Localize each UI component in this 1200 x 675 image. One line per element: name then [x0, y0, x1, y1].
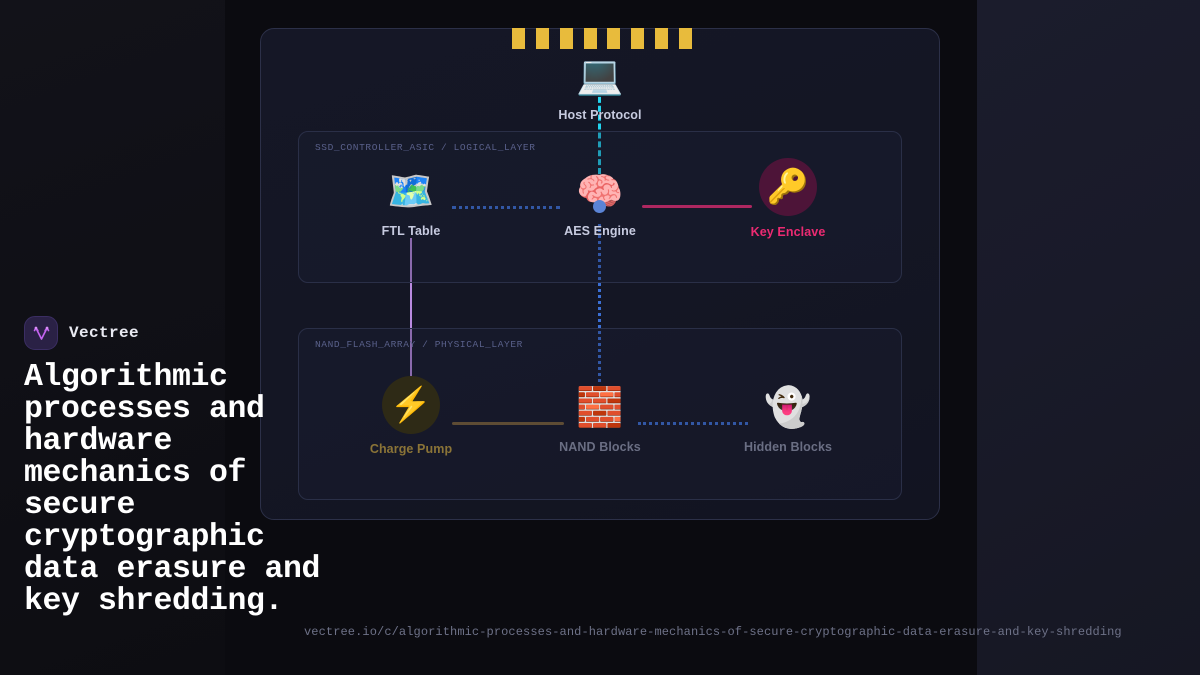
aes-engine-port-dot [593, 200, 606, 213]
connector-nand-to-hidden [638, 422, 748, 425]
node-ftl-table[interactable]: 🗺️ FTL Table [351, 166, 471, 238]
connector-aes-to-nand [598, 224, 601, 382]
gold-bar [583, 28, 597, 49]
gold-bar [655, 28, 669, 49]
ghost-icon: 👻 [764, 387, 812, 429]
logical-layer-label: SSD_CONTROLLER_ASIC / LOGICAL_LAYER [315, 142, 536, 153]
connector-aes-to-key [642, 205, 752, 208]
brand-overlay: Vectree Algorithmic processes and hardwa… [24, 316, 324, 618]
world-map-icon: 🗺️ [387, 171, 435, 213]
gold-bar [631, 28, 645, 49]
gold-bar [535, 28, 549, 49]
node-aes-engine[interactable]: 🧠 AES Engine [540, 166, 660, 238]
footer-url: vectree.io/c/algorithmic-processes-and-h… [304, 625, 1122, 639]
gold-bar-strip [512, 28, 692, 49]
node-hidden-blocks[interactable]: 👻 Hidden Blocks [728, 382, 848, 454]
gold-bar [678, 28, 692, 49]
node-label-hidden-blocks: Hidden Blocks [743, 440, 833, 454]
gold-bar [559, 28, 573, 49]
laptop-icon: 💻 [576, 55, 624, 97]
node-label-charge-pump: Charge Pump [369, 442, 453, 456]
key-icon: 🔑 [759, 158, 817, 216]
brand-name: Vectree [69, 324, 140, 342]
node-label-nand-blocks: NAND Blocks [559, 440, 641, 454]
node-nand-blocks[interactable]: 🧱 NAND Blocks [540, 382, 660, 454]
page-title: Algorithmic processes and hardware mecha… [24, 360, 321, 619]
node-label-key-enclave: Key Enclave [750, 225, 826, 239]
node-key-enclave[interactable]: 🔑 Key Enclave [728, 158, 848, 239]
node-charge-pump[interactable]: ⚡ Charge Pump [351, 376, 471, 456]
brand-row: Vectree [24, 316, 324, 350]
connector-charge-pump-to-nand [452, 422, 564, 425]
vectree-v-tree-icon [24, 316, 58, 350]
background-right-panel [977, 0, 1200, 675]
node-label-ftl-table: FTL Table [381, 224, 441, 238]
gold-bar [512, 28, 525, 49]
node-label-aes-engine: AES Engine [564, 224, 636, 238]
node-label-host-protocol: Host Protocol [558, 108, 642, 122]
physical-layer-label: NAND_FLASH_ARRAY / PHYSICAL_LAYER [315, 339, 523, 350]
lightning-bolt-icon: ⚡ [382, 376, 440, 434]
brick-wall-icon: 🧱 [576, 387, 624, 429]
connector-ftl-to-aes [452, 206, 560, 209]
gold-bar [607, 28, 621, 49]
connector-ftl-to-charge-pump [410, 238, 412, 406]
node-host-protocol[interactable]: 💻 Host Protocol [540, 50, 660, 122]
